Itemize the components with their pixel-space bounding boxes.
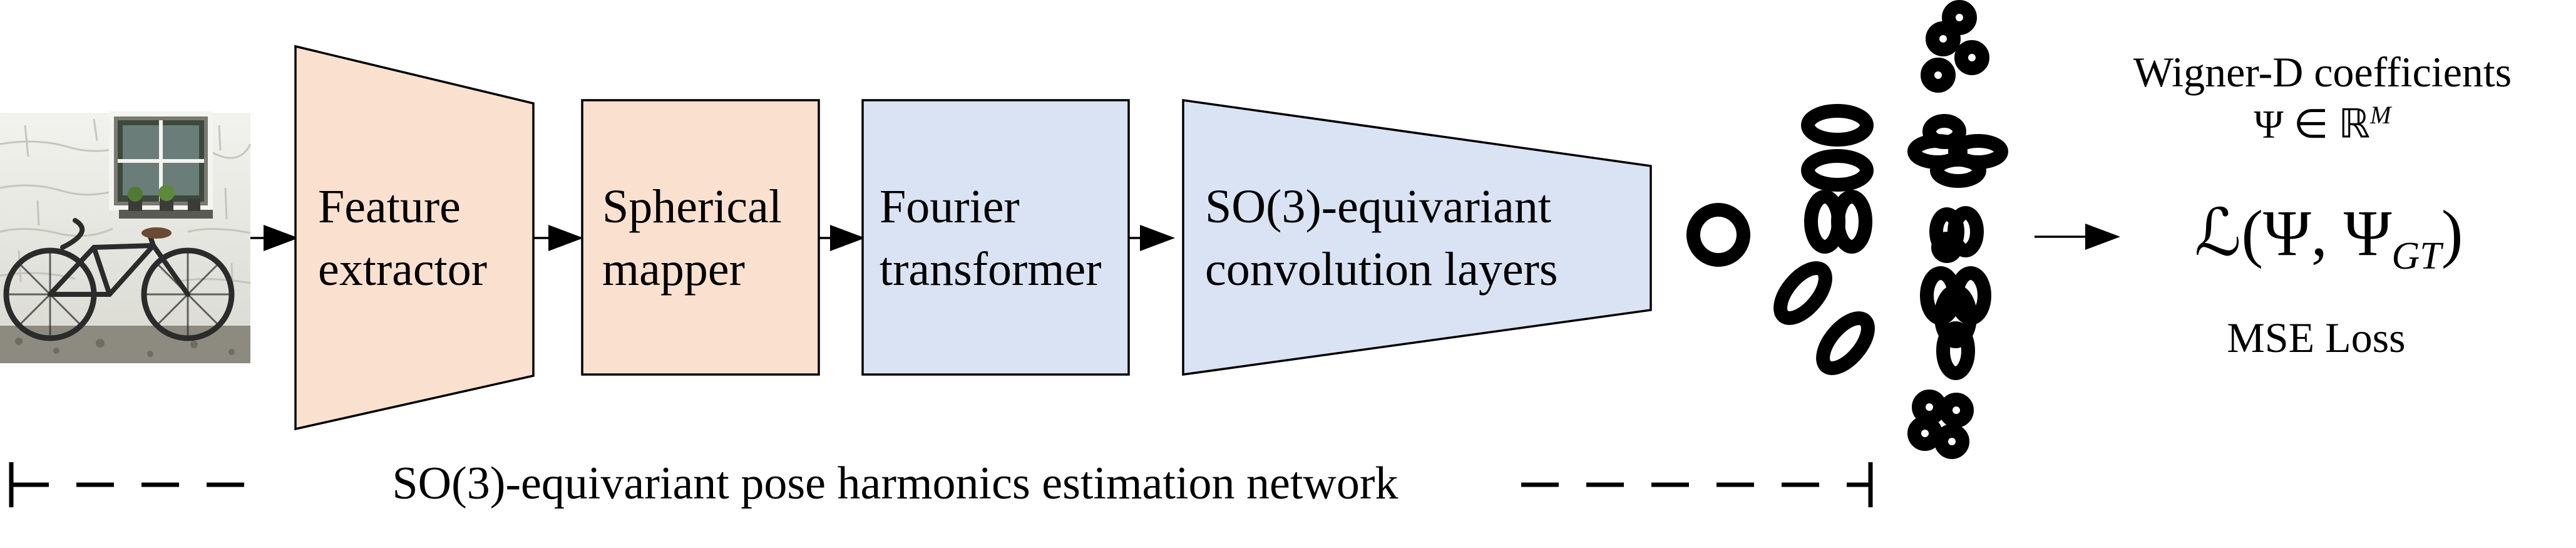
fourier-transformer-line2: transformer [880,243,1102,296]
loss-formula: ℒ(Ψ, ΨGT) [2116,194,2542,279]
fourier-transformer-line1: Fourier [880,180,1020,233]
mse-loss-label: MSE Loss [2227,314,2406,361]
loss-close: ) [2441,197,2463,269]
so3-conv-label: SO(3)-equivariant convolution layers [1205,175,1558,301]
harmonic-shapes [1686,0,2008,459]
coef-formula-text: Ψ ∈ ℝ [2254,101,2371,147]
feature-extractor-line1: Feature [318,180,461,233]
spherical-mapper-line2: mapper [602,243,745,296]
coef-superscript: M [2370,101,2391,129]
so3-conv-line1: SO(3)-equivariant [1205,180,1551,233]
wigner-d-formula: Ψ ∈ ℝM [2078,100,2567,147]
loss-subscript: GT [2391,234,2441,277]
fourier-transformer-block [861,99,1130,376]
spherical-mapper-line1: Spherical [602,180,783,233]
network-label: SO(3)-equivariant pose harmonics estimat… [392,458,1398,509]
feature-extractor-line2: extractor [318,243,488,296]
feature-extractor-label: Feature extractor [318,175,487,301]
wigner-d-title: Wigner-D coefficients [2133,48,2512,96]
input-photo [0,111,252,363]
feature-extractor-block [294,44,535,431]
spherical-mapper-label: Spherical mapper [602,175,782,301]
network-bracket [9,462,1873,507]
spherical-mapper-block [581,99,820,376]
loss-formula-text: ℒ(Ψ, Ψ [2194,197,2392,269]
so3-conv-block [1182,98,1652,376]
flow-arrows [250,224,2120,251]
fourier-transformer-label: Fourier transformer [880,175,1102,301]
so3-conv-line2: convolution layers [1205,243,1558,296]
